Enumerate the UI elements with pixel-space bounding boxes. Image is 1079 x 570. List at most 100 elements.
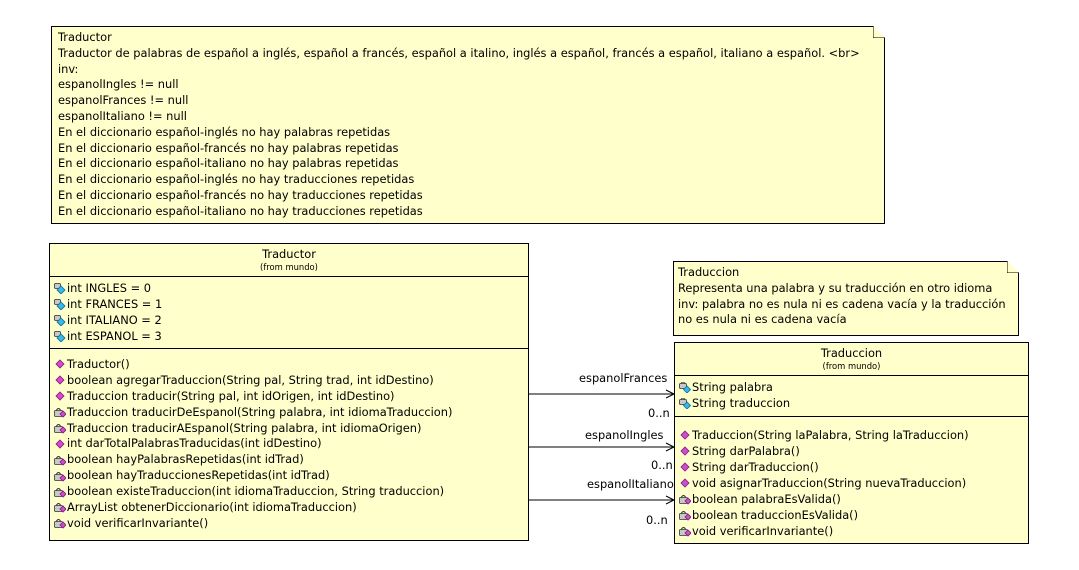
operation-text: boolean traduccionEsValida() <box>692 508 859 522</box>
operation-row[interactable]: Traduccion traducirAEspanol(String palab… <box>54 421 528 437</box>
operation-text: boolean hayPalabrasRepetidas(int idTrad) <box>67 452 304 467</box>
operation-text: Traduccion traducirDeEspanol(String pala… <box>67 404 453 419</box>
attribute-row[interactable]: int INGLES = 0 <box>54 280 528 296</box>
operation-row[interactable]: void asignarTraduccion(String nuevaTradu… <box>679 475 1028 491</box>
private-field-icon <box>679 397 691 409</box>
class-name: Traduccion <box>820 346 883 360</box>
operations-compartment: Traductor()boolean agregarTraduccion(Str… <box>50 349 528 534</box>
association-espanol-italiano[interactable] <box>529 495 676 505</box>
public-method-icon <box>679 461 691 473</box>
public-method-icon <box>679 477 691 489</box>
operation-row[interactable]: String darTraduccion() <box>679 459 1028 475</box>
class-package: (from mundo) <box>822 361 881 371</box>
attribute-row[interactable]: int ITALIANO = 2 <box>54 312 528 328</box>
note-fold-icon <box>1007 261 1019 273</box>
public-method-icon <box>54 391 66 402</box>
public-method-icon <box>54 359 66 370</box>
attribute-row[interactable]: int ESPANOL = 3 <box>54 328 528 344</box>
note-fold-icon <box>873 26 885 38</box>
private-method-icon <box>54 455 66 466</box>
private-method-icon <box>679 510 691 521</box>
operation-row[interactable]: Traduccion traducirDeEspanol(String pala… <box>54 405 528 421</box>
operation-text: void verificarInvariante() <box>692 524 834 538</box>
operation-row[interactable]: String darPalabra() <box>679 443 1028 459</box>
operation-row[interactable]: boolean palabraEsValida() <box>679 491 1028 507</box>
static-field-icon <box>54 282 66 294</box>
attribute-row[interactable]: String palabra <box>679 379 1028 395</box>
attribute-text: int ESPANOL = 3 <box>67 329 162 343</box>
static-field-icon <box>54 298 66 310</box>
operation-row[interactable]: boolean hayPalabrasRepetidas(int idTrad) <box>54 452 528 468</box>
operation-text: boolean agregarTraduccion(String pal, St… <box>67 372 434 387</box>
operation-text: Traduccion traducir(String pal, int idOr… <box>67 388 395 403</box>
multiplicity-label: 0..n <box>651 458 673 472</box>
operation-row[interactable]: boolean traduccionEsValida() <box>679 507 1028 523</box>
operation-row[interactable]: ArrayList obtenerDiccionario(int idiomaT… <box>54 500 528 516</box>
private-method-icon <box>679 526 691 537</box>
note-line: inv: palabra no es nula ni es cadena vac… <box>678 296 1006 311</box>
note-line: En el diccionario español-italiano no ha… <box>58 203 423 218</box>
private-method-icon <box>54 423 66 434</box>
attribute-row[interactable]: int FRANCES = 1 <box>54 296 528 312</box>
operation-text: boolean palabraEsValida() <box>692 492 841 506</box>
note-line: Representa una palabra y su traducción e… <box>678 280 993 295</box>
note-line: En el diccionario español-inglés no hay … <box>58 124 391 139</box>
attribute-text: int ITALIANO = 2 <box>67 313 162 327</box>
operation-text: void verificarInvariante() <box>67 515 209 530</box>
operation-text: Traductor() <box>67 357 130 371</box>
private-method-icon <box>54 471 66 482</box>
private-method-icon <box>54 407 66 418</box>
operation-row[interactable]: boolean hayTraduccionesRepetidas(int idT… <box>54 468 528 484</box>
note-line: inv: <box>58 61 79 76</box>
operation-row[interactable]: boolean existeTraduccion(int idiomaTradu… <box>54 484 528 500</box>
public-method-icon <box>54 439 66 450</box>
attribute-row[interactable]: String traduccion <box>679 395 1028 411</box>
note-line: Traductor de palabras de español a inglé… <box>58 45 860 60</box>
private-method-icon <box>54 518 66 529</box>
private-method-icon <box>54 487 66 498</box>
note-line: En el diccionario español-italiano no ha… <box>58 156 399 171</box>
operation-text: String darPalabra() <box>692 444 800 458</box>
operation-text: ArrayList obtenerDiccionario(int idiomaT… <box>67 500 357 515</box>
operation-text: Traduccion traducirAEspanol(String palab… <box>67 420 422 435</box>
note-line: Traduccion <box>678 265 740 279</box>
private-method-icon <box>54 502 66 514</box>
note-traduccion: Traduccion Representa una palabra y su t… <box>673 261 1019 336</box>
operation-row[interactable]: int darTotalPalabrasTraducidas(int idDes… <box>54 436 528 452</box>
operation-row[interactable]: boolean agregarTraduccion(String pal, St… <box>54 373 528 389</box>
public-method-icon <box>679 445 691 457</box>
operation-row[interactable]: Traductor() <box>54 357 528 373</box>
operation-text: boolean existeTraduccion(int idiomaTradu… <box>67 484 445 499</box>
note-line: Traductor <box>58 30 112 44</box>
class-package: (from mundo) <box>260 262 318 272</box>
note-line: no es nula ni es cadena vacía <box>678 312 847 327</box>
note-line: espanolItaliano != null <box>58 108 187 123</box>
association-espanol-ingles[interactable] <box>529 442 676 452</box>
role-label: espanolIngles <box>585 428 664 442</box>
role-label: espanolFrances <box>579 371 668 385</box>
note-line: espanolIngles != null <box>58 77 179 92</box>
operation-text: Traduccion(String laPalabra, String laTr… <box>692 428 969 442</box>
operation-text: String darTraduccion() <box>692 460 819 474</box>
role-label: espanolItaliano <box>587 477 674 491</box>
operation-text: boolean hayTraduccionesRepetidas(int idT… <box>67 468 330 483</box>
note-line: En el diccionario español-francés no hay… <box>58 140 399 155</box>
private-method-icon <box>679 494 691 505</box>
class-header: Traduccion (from mundo) <box>675 343 1028 376</box>
class-header: Traductor (from mundo) <box>50 244 528 277</box>
operation-row[interactable]: Traduccion traducir(String pal, int idOr… <box>54 389 528 405</box>
multiplicity-label: 0..n <box>648 406 670 420</box>
operation-row[interactable]: Traduccion(String laPalabra, String laTr… <box>679 427 1028 443</box>
note-line: En el diccionario español-inglés no hay … <box>58 172 415 187</box>
operation-row[interactable]: void verificarInvariante() <box>679 523 1028 539</box>
note-line: En el diccionario español-francés no hay… <box>58 187 423 202</box>
association-espanol-frances[interactable] <box>529 389 676 399</box>
operation-row[interactable]: void verificarInvariante() <box>54 516 528 532</box>
note-traductor: Traductor Traductor de palabras de españ… <box>51 26 885 224</box>
public-method-icon <box>679 429 691 441</box>
